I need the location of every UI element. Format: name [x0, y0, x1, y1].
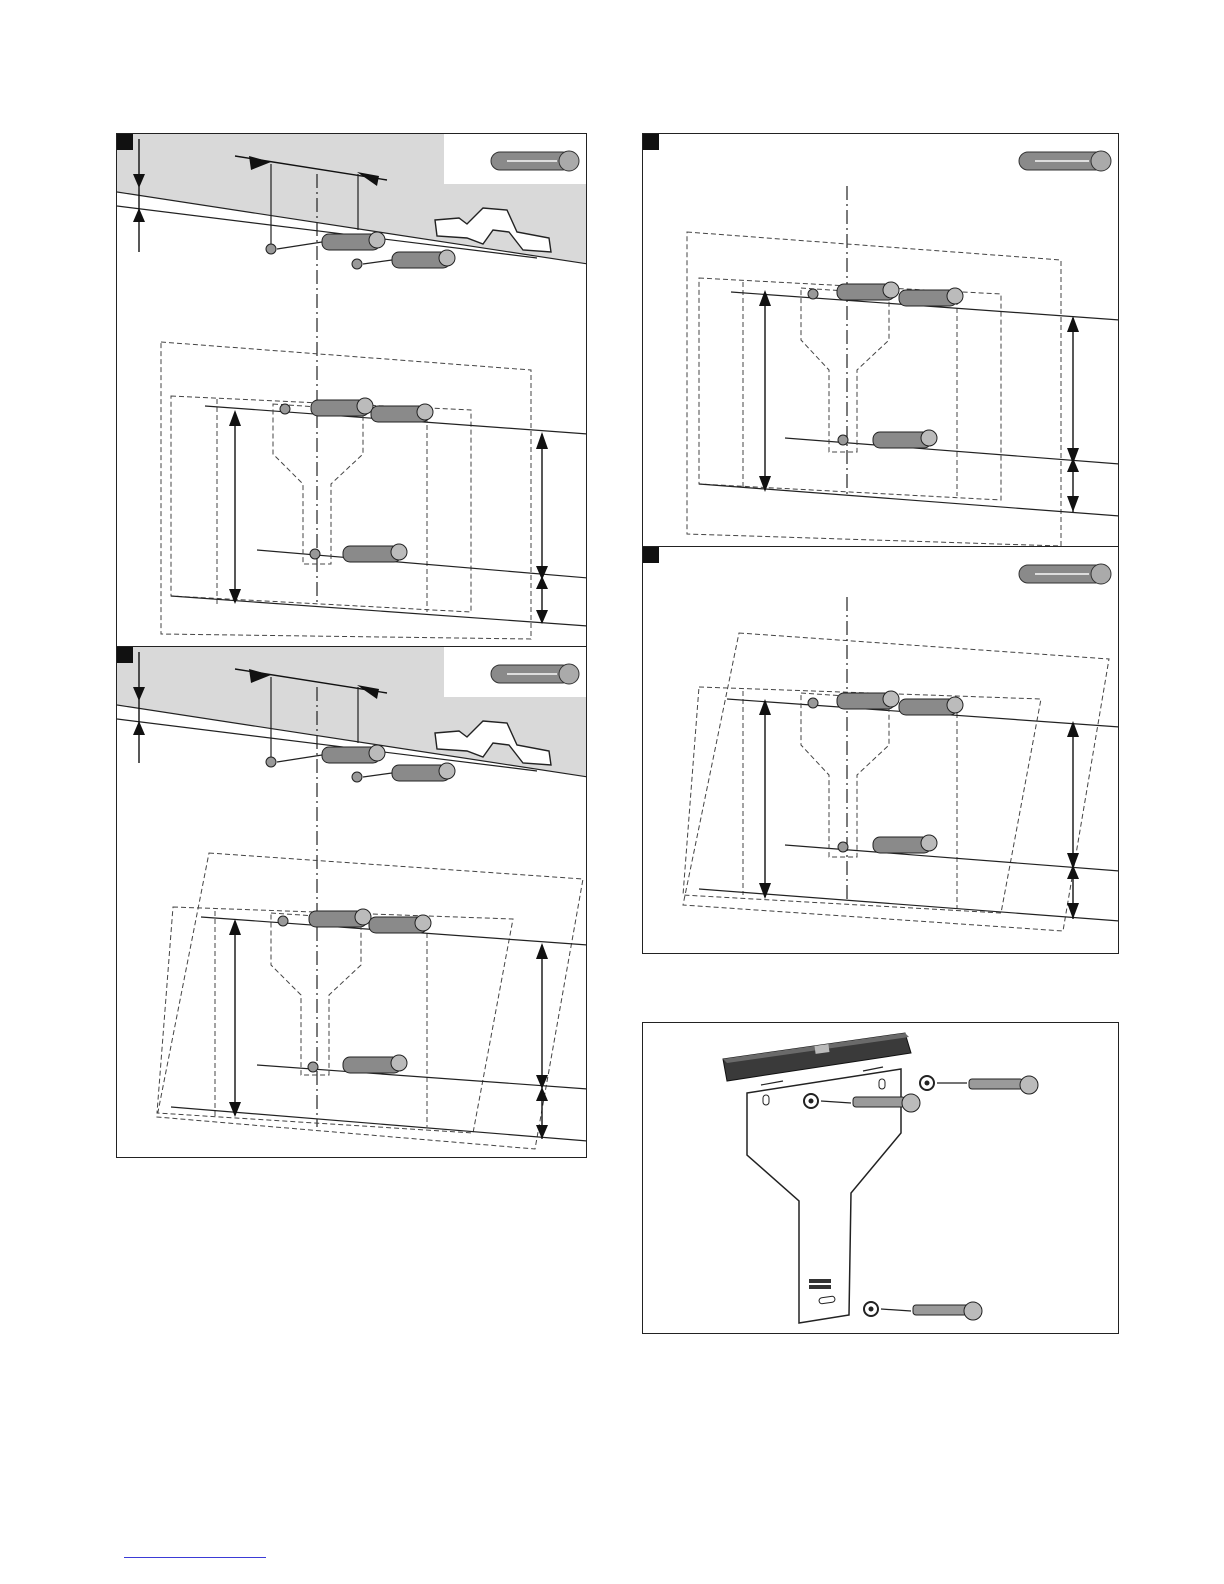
- panel-top-right: [642, 133, 1119, 547]
- wall-plug-icon: [1019, 151, 1111, 171]
- mounting-diagram-ceiling-slanted: [117, 647, 587, 1158]
- mounting-diagram-ceiling: [117, 134, 587, 647]
- panel-bottom-left: [116, 646, 587, 1158]
- bracket-level-diagram: [643, 1023, 1119, 1334]
- wall-plug-icon: [491, 151, 579, 171]
- mounting-diagram-slanted: [643, 547, 1119, 954]
- mounting-diagram-flat: [643, 134, 1119, 547]
- wall-plug-icon: [491, 664, 579, 684]
- panel-top-left: [116, 133, 587, 647]
- panel-middle-right: [642, 546, 1119, 954]
- footer-link-underline[interactable]: [124, 1557, 266, 1558]
- wall-plug-icon: [1019, 564, 1111, 584]
- panel-bottom-right: [642, 1022, 1119, 1334]
